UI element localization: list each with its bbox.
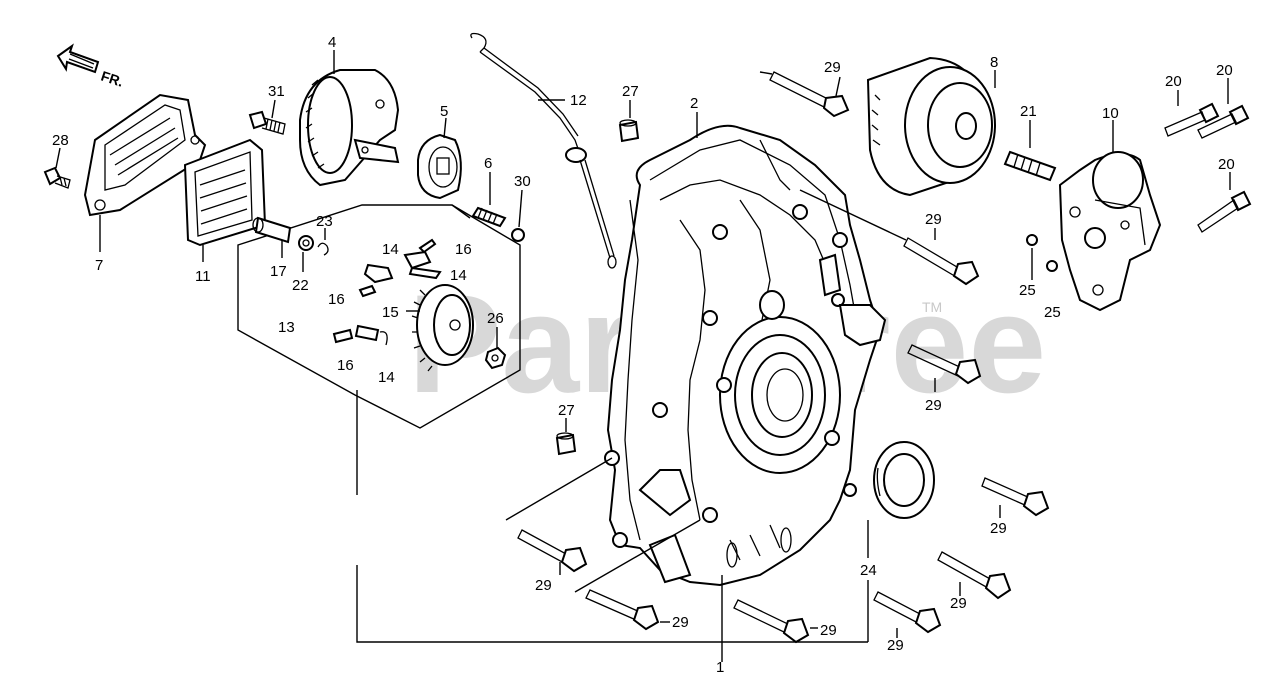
- label-part-27b: 27: [558, 402, 575, 419]
- label-part-14a: 14: [382, 241, 399, 258]
- label-part-14c: 14: [378, 369, 395, 386]
- governor-parts-14-16: [332, 238, 442, 346]
- label-part-29f: 29: [887, 637, 904, 654]
- washer-25-part: [1026, 234, 1058, 272]
- label-part-24: 24: [860, 562, 877, 579]
- label-part-29a: 29: [824, 59, 841, 76]
- label-part-16c: 16: [337, 357, 354, 374]
- oil-filter-8-part: [866, 56, 996, 197]
- label-part-7: 7: [95, 257, 103, 274]
- ring-5-part: [417, 133, 462, 200]
- label-part-4: 4: [328, 34, 336, 51]
- label-part-29h: 29: [672, 614, 689, 631]
- gear-15-part: [411, 284, 474, 372]
- label-part-29i: 29: [535, 577, 552, 594]
- label-part-13: 13: [278, 319, 295, 336]
- label-part-1: 1: [716, 659, 724, 676]
- ring-30-part: [511, 228, 525, 242]
- label-part-20b: 20: [1216, 62, 1233, 79]
- label-part-23: 23: [316, 213, 333, 230]
- label-part-11: 11: [195, 268, 211, 285]
- nut-26-part: [484, 346, 507, 370]
- label-part-26: 26: [487, 310, 504, 327]
- label-part-2: 2: [690, 95, 698, 112]
- front-marker-text: FR.: [99, 68, 125, 90]
- label-part-15: 15: [382, 304, 399, 321]
- bolt-28-part: [43, 166, 71, 189]
- label-part-22: 22: [292, 277, 309, 294]
- label-part-12: 12: [570, 92, 587, 109]
- oil-pump-4-part: [299, 69, 400, 187]
- label-part-14b: 14: [450, 267, 467, 284]
- label-part-30: 30: [514, 173, 531, 190]
- breather-cover-part: [83, 93, 207, 217]
- clip-23-part: [317, 242, 329, 256]
- bolt-20-part: [1164, 102, 1252, 233]
- label-part-20a: 20: [1165, 73, 1182, 90]
- label-part-27a: 27: [622, 83, 639, 100]
- label-part-5: 5: [440, 103, 448, 120]
- bolt-29-parts: [517, 71, 1050, 644]
- label-part-20c: 20: [1218, 156, 1235, 173]
- crankcase-cover-part: [604, 124, 887, 587]
- label-part-16a: 16: [455, 241, 472, 258]
- front-arrow-icon: FR.: [56, 43, 125, 90]
- label-part-29g: 29: [820, 622, 837, 639]
- oil-seal-24-part: [873, 441, 935, 519]
- label-part-17: 17: [270, 263, 287, 280]
- label-part-25a: 25: [1019, 282, 1036, 299]
- pin-27-top-part: [618, 119, 640, 143]
- pin-27-bottom-part: [555, 432, 577, 456]
- nipple-21-part: [1003, 150, 1057, 182]
- label-part-28: 28: [52, 132, 69, 149]
- watermark-trademark: TM: [922, 299, 942, 315]
- label-part-6: 6: [484, 155, 492, 172]
- label-part-29e: 29: [950, 595, 967, 612]
- label-part-21: 21: [1020, 103, 1037, 120]
- label-part-31: 31: [268, 83, 285, 100]
- label-part-29b: 29: [925, 211, 942, 228]
- dipstick-12-part: [470, 32, 617, 269]
- filter-base-10-part: [1058, 151, 1162, 312]
- label-part-29c: 29: [925, 397, 942, 414]
- label-part-29d: 29: [990, 520, 1007, 537]
- label-part-25b: 25: [1044, 304, 1061, 321]
- label-part-8: 8: [990, 54, 998, 71]
- pin-17-part: [252, 216, 292, 244]
- subassembly-box: [237, 204, 521, 429]
- label-part-10: 10: [1102, 105, 1119, 122]
- nut-22-part: [298, 235, 314, 251]
- label-part-16b: 16: [328, 291, 345, 308]
- bolt-31-part: [248, 110, 286, 135]
- spring-6-part: [471, 206, 507, 228]
